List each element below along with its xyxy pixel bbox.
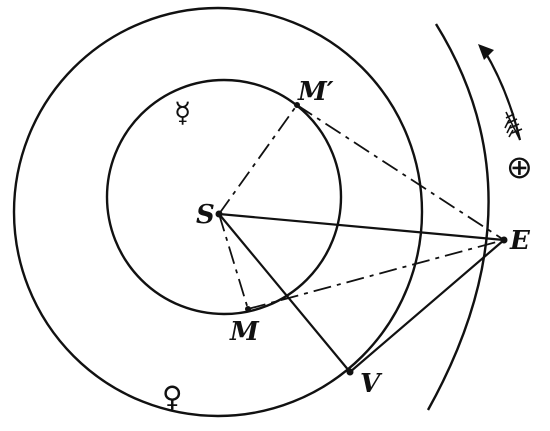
- mercury-orbit: [105, 78, 343, 316]
- line-s-e: [218, 212, 505, 242]
- line-mprime-e: [296, 104, 505, 241]
- earth-label: E: [509, 226, 531, 256]
- venus-point: [346, 368, 354, 376]
- earth-point: [500, 236, 508, 244]
- venus-symbol: ♀: [162, 380, 183, 413]
- earth-orbit-arc: [426, 23, 490, 411]
- line-s-v: [218, 213, 351, 373]
- sun-label: S: [196, 200, 215, 230]
- mercury-point: [245, 306, 251, 312]
- line-s-mprime: [218, 104, 298, 215]
- line-m-e: [247, 239, 505, 310]
- feather-icon: [504, 111, 523, 141]
- venus-label: V: [360, 369, 383, 399]
- line-v-e: [349, 239, 505, 373]
- mercury-symbol: ☿: [174, 96, 191, 129]
- sun-point: [215, 210, 223, 218]
- venus-orbit: [12, 6, 424, 418]
- mercury-prime-label: M′: [297, 77, 334, 107]
- mercury-prime-point: [294, 102, 300, 108]
- earth-symbol: ⊕: [506, 148, 533, 186]
- line-s-m: [218, 213, 249, 310]
- mercury-label: M: [229, 317, 260, 347]
